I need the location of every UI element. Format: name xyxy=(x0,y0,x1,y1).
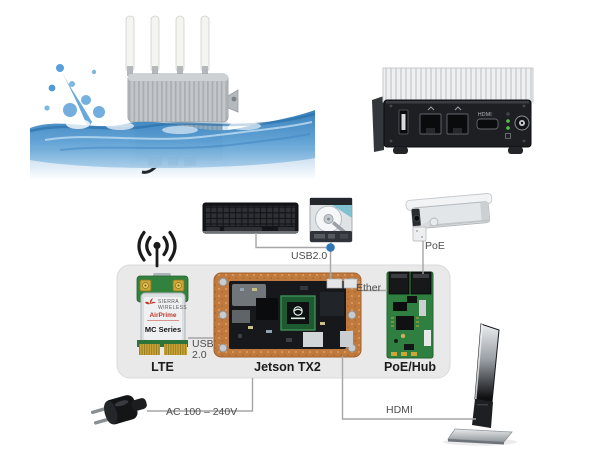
ethernet-port-icon xyxy=(446,113,469,135)
usb-side-line2: 2.0 xyxy=(192,349,207,361)
water-splash xyxy=(44,64,261,134)
minipc-hdmi-port-label: HDMI xyxy=(478,112,492,118)
poe-hub-image xyxy=(386,271,434,359)
antenna-set xyxy=(125,15,210,76)
jetson-caption: Jetson TX2 xyxy=(254,360,321,374)
camera-image xyxy=(405,193,493,230)
sierra-brand-line1: SIERRA xyxy=(158,299,180,305)
hdmi-port-icon xyxy=(476,118,499,130)
usb-junction-node xyxy=(326,243,335,252)
nvidia-logo-icon xyxy=(291,306,305,320)
hdmi-label: HDMI xyxy=(386,404,413,416)
ac-power-line xyxy=(147,378,254,412)
lte-module-image xyxy=(136,273,189,355)
keyboard-usb-line xyxy=(255,233,326,249)
jetson-tx2-image xyxy=(213,272,362,358)
camera-bracket xyxy=(412,217,439,242)
usb-side-line1: USB xyxy=(192,338,214,350)
usb-side-label: USB 2.0 xyxy=(192,339,214,361)
ether-label: Ether xyxy=(356,282,382,294)
ac-label: AC 100 – 240V xyxy=(166,406,238,418)
airprime-label: AirPrime xyxy=(149,312,177,319)
sierra-brand-line2: WIRELESS xyxy=(158,304,188,311)
hdmi-line xyxy=(341,356,476,420)
poe-label: PoE xyxy=(425,240,445,252)
mc-series-label: MC Series xyxy=(144,325,182,334)
display-image xyxy=(443,323,517,446)
lte-caption: LTE xyxy=(151,360,174,374)
rugged-pc-photo xyxy=(29,15,316,180)
sierra-logo-icon xyxy=(145,298,156,305)
hdd-image xyxy=(309,197,353,243)
wifi-antenna-icon xyxy=(137,230,177,268)
mini-pc-photo xyxy=(372,67,534,154)
keyboard-image xyxy=(202,202,299,234)
poe-hub-caption: PoE/Hub xyxy=(383,360,437,374)
nvidia-chip xyxy=(280,295,316,331)
connection-lines xyxy=(147,233,476,420)
power-plug-icon xyxy=(90,395,147,425)
ethernet-port-icon xyxy=(419,113,442,135)
usb2-label: USB2.0 xyxy=(291,250,328,262)
